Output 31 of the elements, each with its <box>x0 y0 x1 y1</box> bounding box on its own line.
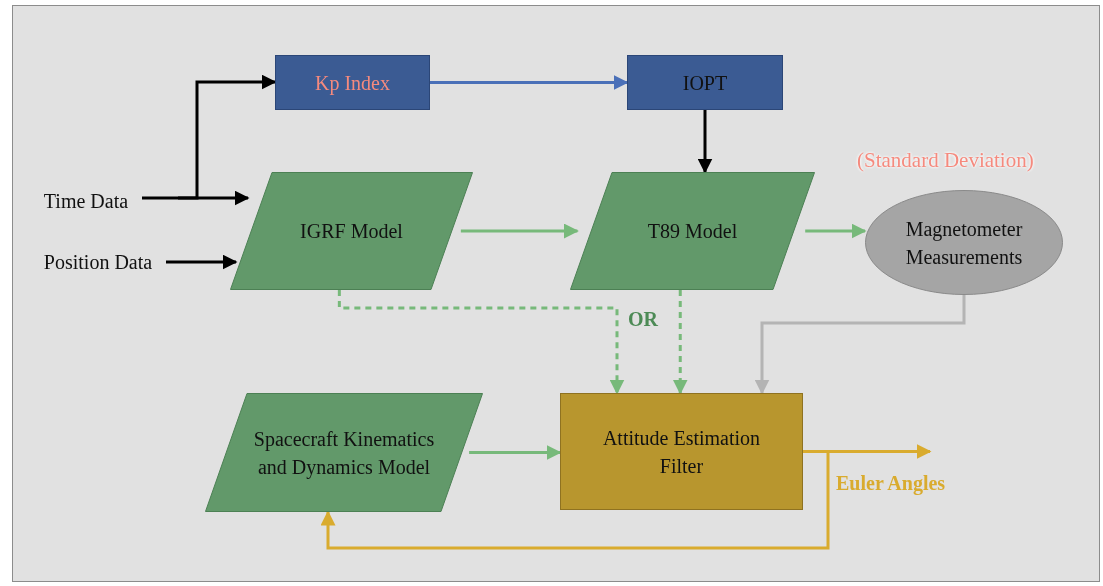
node-label: Magnetometer Measurements <box>904 216 1024 270</box>
process-box <box>275 55 430 110</box>
arrow <box>672 290 688 395</box>
node-label: IGRF Model <box>300 219 403 244</box>
annotation: (Standard Deviation) <box>857 148 1034 173</box>
arrow <box>337 290 625 395</box>
arrow <box>803 444 932 459</box>
edge-label: Euler Angles <box>836 471 946 495</box>
process-box <box>560 393 803 510</box>
process-box <box>627 55 783 110</box>
data-parallelogram <box>570 172 815 290</box>
data-parallelogram <box>230 172 473 290</box>
node-label: Time Data <box>43 189 129 214</box>
node-label: Spacecraft Kinematics and Dynamics Model <box>252 426 436 481</box>
arrow <box>805 223 867 239</box>
node-label: T89 Model <box>647 219 738 244</box>
measurement-ellipse <box>865 190 1063 295</box>
arrow <box>754 295 966 395</box>
data-parallelogram <box>205 393 483 512</box>
node-label: Attitude Estimation Filter <box>601 425 762 479</box>
node-label: Kp Index <box>315 70 390 97</box>
node-label: IOPT <box>682 70 728 96</box>
arrow <box>697 110 713 174</box>
arrow <box>166 254 238 270</box>
arrow <box>469 445 562 460</box>
arrow <box>320 453 830 550</box>
node-label: Position Data <box>43 250 153 275</box>
note-label: OR <box>628 308 658 331</box>
arrow <box>430 75 629 90</box>
arrow <box>142 190 250 206</box>
arrow <box>460 223 579 239</box>
